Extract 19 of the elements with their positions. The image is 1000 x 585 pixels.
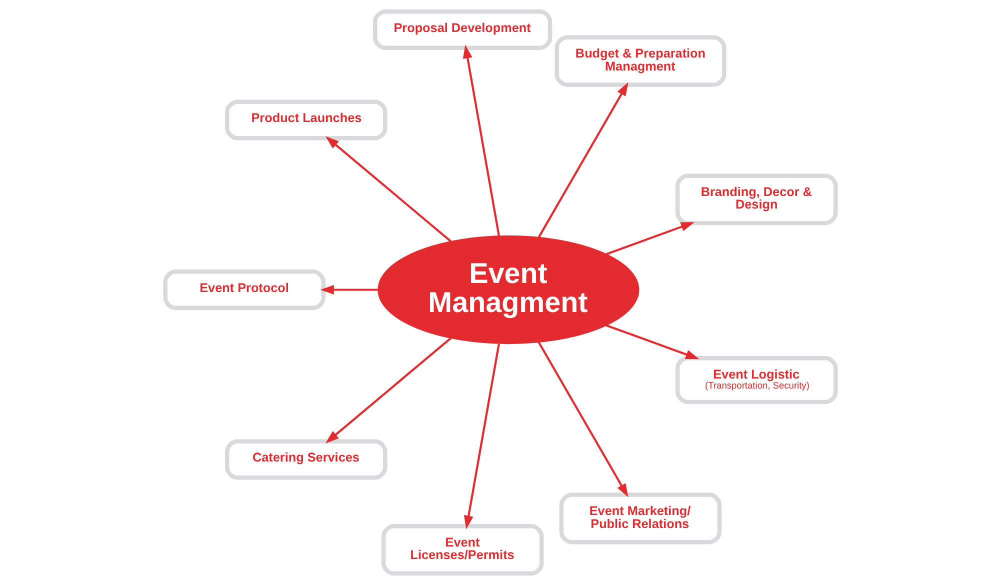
node-box: Budget & Preparation Managment xyxy=(554,35,726,87)
node-box: Catering Services xyxy=(224,439,387,480)
node-ellipse: Event Managment xyxy=(377,235,639,344)
node-box: Event Logistic (Transportation, Security) xyxy=(674,356,838,404)
node-box: Product Launches xyxy=(224,100,387,140)
arrow xyxy=(463,343,500,530)
arrow xyxy=(320,285,378,294)
node-box: Event Licenses/Permits xyxy=(380,524,544,576)
arrow xyxy=(605,222,694,256)
node-box: Event Marketing/ Public Relations xyxy=(558,492,722,544)
node-box: Event Protocol xyxy=(162,269,326,310)
arrow xyxy=(324,337,451,444)
arrow xyxy=(605,324,699,360)
node-box: Branding, Decor & Design xyxy=(674,174,838,226)
arrow xyxy=(537,82,628,238)
arrow xyxy=(462,44,500,236)
arrow xyxy=(537,342,628,498)
arrow xyxy=(324,136,451,242)
node-box: Proposal Development xyxy=(372,9,552,50)
